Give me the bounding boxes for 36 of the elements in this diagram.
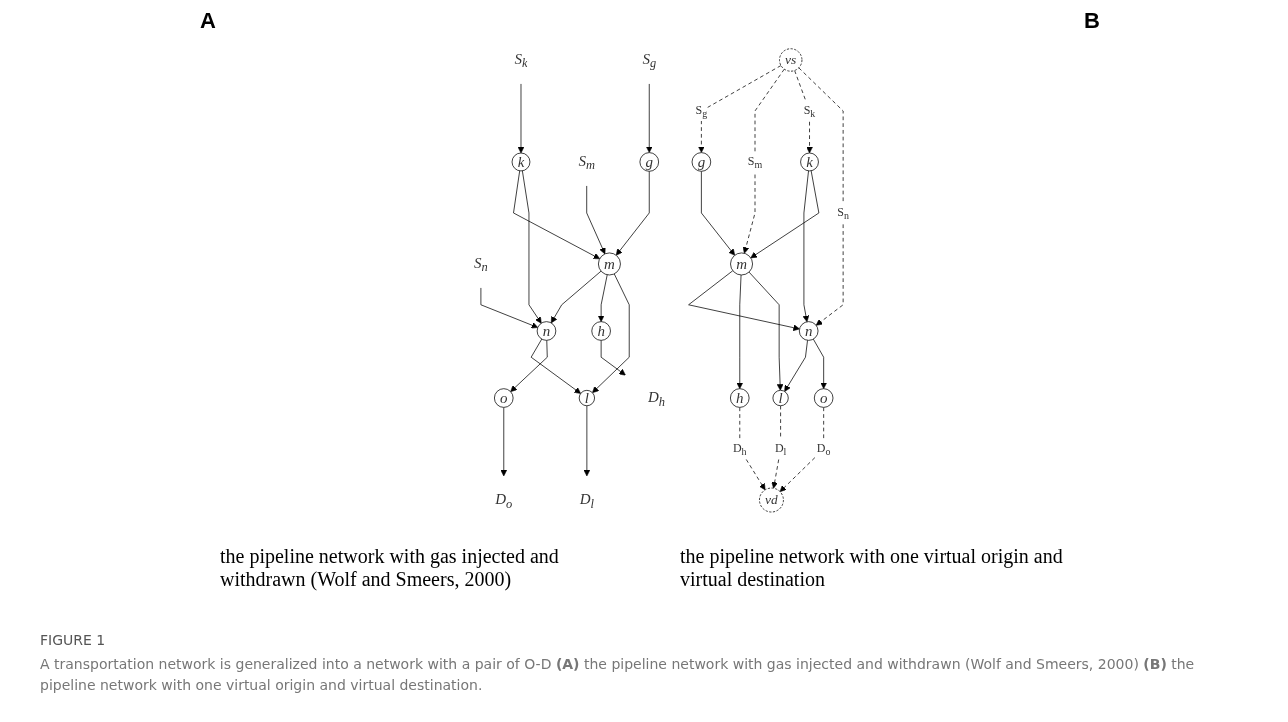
node-circle: m <box>729 252 753 276</box>
node-text: S$_{k}$ <box>514 50 528 71</box>
node-text: S$_{n}$ <box>473 254 488 275</box>
node-text: S$_{g}$ <box>642 50 656 71</box>
edge-label: D$_{o}$ <box>816 441 831 457</box>
panel-caption: the pipeline network with gas injected and withdrawn (Wolf and Smeers, 2000) <box>220 545 560 591</box>
panel-caption: the pipeline network with one virtual origin and virtual destination <box>680 545 1064 591</box>
node-circle: k <box>799 152 819 172</box>
node-text: S$_{m}$ <box>578 152 595 173</box>
panel-letter: B <box>1084 8 1100 34</box>
node-circle: o <box>493 388 514 408</box>
node-circle: k <box>511 152 531 172</box>
figure-title: FIGURE 1 <box>40 632 106 648</box>
figure-caption: A transportation network is generalized into a network with a pair of O-D (A) the pipeline network with gas injected and withdrawn (Wolf and Smeers, 2000) (B) the pipeline network with one virtual origin and virtual destination. <box>40 655 1196 695</box>
node-text: D$_{h}$ <box>647 388 665 409</box>
node-circle: m <box>597 252 621 276</box>
edge-label: S$_{k}$ <box>803 103 816 119</box>
edge-label: S$_{g}$ <box>695 103 707 119</box>
node-circle: g <box>691 152 711 172</box>
node-circle: g <box>639 152 659 172</box>
node-circle: o <box>813 388 834 408</box>
node-text: D$_{l}$ <box>579 490 594 511</box>
node-circle: l <box>578 389 595 407</box>
node-circle: h <box>729 388 750 408</box>
panel-letter: A <box>200 8 216 34</box>
node-circle: h <box>591 321 611 341</box>
node-circle: n <box>798 321 819 341</box>
node-text: D$_{o}$ <box>494 490 513 511</box>
node-circle: vs <box>778 48 803 72</box>
node-circle: l <box>772 389 789 407</box>
edge-label: S$_{n}$ <box>837 205 849 221</box>
edge-label: D$_{l}$ <box>774 441 787 457</box>
node-circle: vd <box>758 487 784 513</box>
node-circle: n <box>536 321 556 341</box>
edge-label: S$_{m}$ <box>747 154 762 170</box>
edge-label: D$_{h}$ <box>732 441 747 457</box>
